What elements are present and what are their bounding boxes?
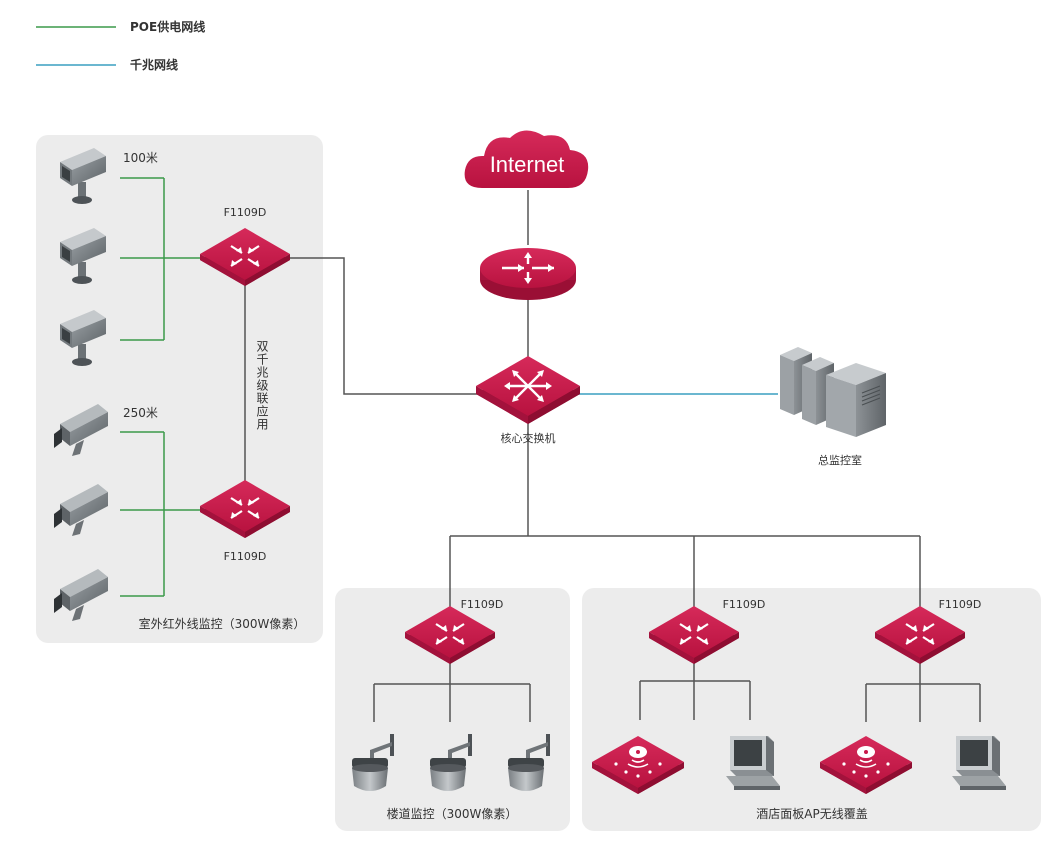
- hotel-switch-left-label: F1109D: [723, 598, 766, 611]
- hotel-zone-label: 酒店面板AP无线覆盖: [756, 807, 867, 821]
- switch-top-label: F1109D: [224, 206, 267, 219]
- poe-links: [120, 177, 200, 597]
- switch-bottom-label: F1109D: [224, 550, 267, 563]
- core-switch-label: 核心交换机: [501, 431, 556, 445]
- router-icon: [480, 248, 576, 300]
- core-switch-icon: [476, 356, 580, 424]
- hotel-zone-panel: [582, 588, 1041, 831]
- hotel-switch-right-label: F1109D: [939, 598, 982, 611]
- poe-legend-label: POE供电网线: [130, 19, 205, 34]
- legend: POE供电网线 千兆网线: [36, 19, 205, 72]
- monitor-room-label: 总监控室: [818, 453, 862, 467]
- distance-250m-label: 250米: [123, 406, 158, 420]
- internet-cloud-icon: Internet: [464, 130, 589, 188]
- corridor-switch-label: F1109D: [461, 598, 504, 611]
- computer-icon: [952, 736, 1006, 790]
- cascade-label: 双千兆级联应用: [255, 340, 269, 431]
- outdoor-zone-panel: [36, 135, 323, 643]
- corridor-zone-label: 楼道监控（300W像素）: [387, 806, 518, 821]
- internet-label: Internet: [490, 152, 565, 177]
- server-rack-icon: [780, 347, 886, 437]
- gigabit-legend-label: 千兆网线: [130, 57, 178, 72]
- outdoor-zone-label: 室外红外线监控（300W像素）: [139, 616, 306, 631]
- computer-icon: [726, 736, 780, 790]
- distance-100m-label: 100米: [123, 151, 158, 165]
